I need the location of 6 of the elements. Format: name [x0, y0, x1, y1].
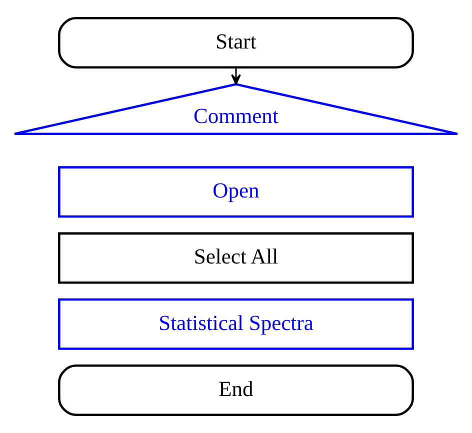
node-box: End	[58, 364, 414, 416]
node-box: Select All	[58, 232, 414, 284]
node-box: Open	[58, 166, 414, 218]
node-box: Statistical Spectra	[58, 298, 414, 350]
arrow	[231, 68, 241, 85]
node-box: Start	[58, 17, 414, 68]
